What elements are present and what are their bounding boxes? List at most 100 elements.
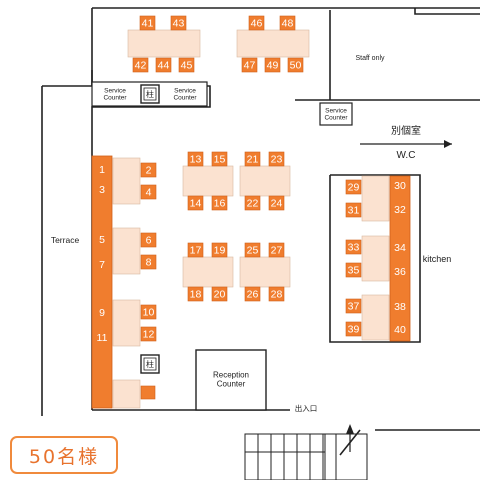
seat-27: 27 xyxy=(268,242,285,258)
seat-number: 37 xyxy=(348,301,360,313)
seat-marker xyxy=(211,242,228,258)
seat-number: 10 xyxy=(143,307,155,319)
seat-14: 14 xyxy=(187,195,204,211)
bench-seat-34: 34 xyxy=(394,242,406,254)
kitchen-table xyxy=(361,235,390,282)
seat-number: 24 xyxy=(271,198,283,210)
bench-seat-7: 7 xyxy=(99,259,105,271)
seat-marker xyxy=(345,239,362,255)
bench-seat-11: 11 xyxy=(97,332,108,344)
seat-number: 15 xyxy=(214,154,226,166)
seat-marker xyxy=(268,242,285,258)
seat-marker xyxy=(178,57,195,73)
seat-48: 48 xyxy=(279,15,296,31)
pillar-top: 柱 xyxy=(140,84,160,104)
seat-37: 37 xyxy=(345,298,362,314)
seat-number: 29 xyxy=(348,182,360,194)
seat-marker xyxy=(140,304,157,320)
bench-seat-3: 3 xyxy=(99,184,105,196)
seat-16: 16 xyxy=(211,195,228,211)
seat-31: 31 xyxy=(345,202,362,218)
seat-number: 8 xyxy=(146,257,152,269)
seat-marker xyxy=(244,286,261,302)
stairs-arrow-head xyxy=(346,424,354,434)
seat-number: 14 xyxy=(190,198,202,210)
bench-seat-5: 5 xyxy=(99,234,105,246)
seat-marker xyxy=(187,242,204,258)
seat-marker xyxy=(140,232,157,248)
kitchen-bench xyxy=(389,175,411,342)
center-table-2 xyxy=(239,165,291,197)
seat-marker xyxy=(132,57,149,73)
seat-number: 43 xyxy=(173,18,185,30)
seat-marker xyxy=(244,195,261,211)
seat-marker xyxy=(187,195,204,211)
seat-marker xyxy=(140,184,157,200)
seat-marker xyxy=(140,254,157,270)
bench-seat-30: 30 xyxy=(394,180,406,192)
seat-44: 44 xyxy=(155,57,172,73)
seat-marker xyxy=(187,286,204,302)
seat-number: 39 xyxy=(348,324,360,336)
seat-marker xyxy=(268,286,285,302)
seat-marker xyxy=(211,286,228,302)
seat-marker xyxy=(187,151,204,167)
kitchen-table xyxy=(361,294,390,341)
seat-number: 41 xyxy=(142,18,154,30)
seat-18: 18 xyxy=(187,286,204,302)
seat-marker xyxy=(287,57,304,73)
seat-marker xyxy=(345,298,362,314)
terrace-table xyxy=(112,227,141,275)
table-top-left xyxy=(127,29,201,58)
seat-10: 10 xyxy=(140,304,157,320)
seat-number: 4 xyxy=(146,187,152,199)
bench-seat-9: 9 xyxy=(99,307,105,319)
pillar-label: 柱 xyxy=(146,359,154,369)
seat-number: 48 xyxy=(282,18,294,30)
seat-number: 26 xyxy=(247,289,259,301)
terrace-label: Terrace xyxy=(51,235,80,245)
seat-number: 25 xyxy=(247,245,259,257)
private-room-label: 別個室 xyxy=(391,124,421,137)
seat-26: 26 xyxy=(244,286,261,302)
seat-8: 8 xyxy=(140,254,157,270)
seat-marker xyxy=(140,162,157,178)
seat-50: 50 xyxy=(287,57,304,73)
seat-number: 44 xyxy=(158,60,170,72)
seat-29: 29 xyxy=(345,179,362,195)
stairs xyxy=(244,433,368,480)
seat-marker xyxy=(244,242,261,258)
reception-counter-box xyxy=(195,349,267,411)
seat-49: 49 xyxy=(264,57,281,73)
seat-number: 18 xyxy=(190,289,202,301)
terrace-table xyxy=(112,299,141,347)
seat-number: 31 xyxy=(348,205,360,217)
seat-24: 24 xyxy=(268,195,285,211)
seat-41: 41 xyxy=(139,15,156,31)
seat-number: 50 xyxy=(290,60,302,72)
seat-42: 42 xyxy=(132,57,149,73)
seat-45: 45 xyxy=(178,57,195,73)
seat-number: 23 xyxy=(271,154,283,166)
center-table-4 xyxy=(239,256,291,288)
seat-marker xyxy=(211,151,228,167)
seat-marker xyxy=(140,385,156,400)
seat-22: 22 xyxy=(244,195,261,211)
seat-6: 6 xyxy=(140,232,157,248)
seat-21: 21 xyxy=(244,151,261,167)
seat-marker xyxy=(345,262,362,278)
seat-number: 6 xyxy=(146,235,152,247)
terrace-table-small xyxy=(112,379,141,409)
seat-number: 42 xyxy=(135,60,147,72)
seat- xyxy=(140,385,156,400)
seat-number: 16 xyxy=(214,198,226,210)
bench-seat-40: 40 xyxy=(394,324,406,336)
